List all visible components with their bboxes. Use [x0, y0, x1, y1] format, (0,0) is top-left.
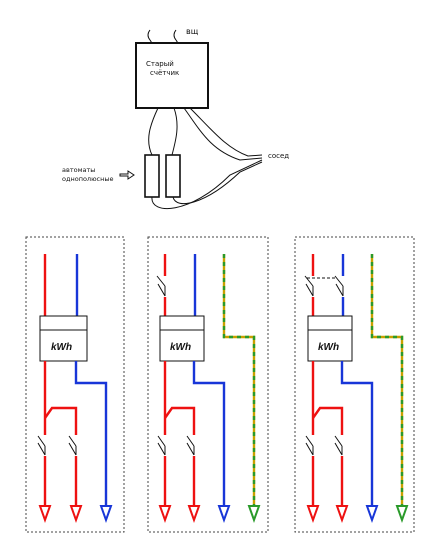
panel-3-switch-n	[334, 275, 344, 297]
panel-1-arrow-1	[38, 505, 52, 523]
panel-3-switch-l	[304, 275, 314, 297]
panel-1-switch-top	[37, 435, 77, 447]
breaker-2	[165, 154, 181, 198]
breaker-1	[144, 154, 160, 198]
breaker-wire-1	[151, 159, 263, 209]
panel-2-switch-top	[157, 435, 195, 447]
panel-2-busbar	[164, 406, 196, 435]
panel-1: kWh	[25, 236, 125, 533]
panel-1-meter	[39, 315, 88, 362]
panel-3-border	[294, 236, 415, 533]
panel-3-arrow-n	[365, 505, 379, 523]
old-meter-label-2: счётчик	[150, 69, 179, 77]
panel-2-pe-stripe	[222, 254, 256, 508]
panel-3: kWh	[294, 236, 415, 533]
meter-wire-d	[189, 107, 263, 157]
panel-3-arrow-2	[335, 505, 349, 523]
input-label: вщ	[186, 27, 199, 36]
breakers-label-2: однополюсные	[62, 175, 114, 183]
panel-3-meter	[307, 315, 353, 362]
panel-1-neutral-out	[74, 361, 108, 508]
meter-wire-b	[171, 107, 178, 156]
panel-2-arrow-pe	[247, 505, 261, 523]
panel-1-border	[25, 236, 125, 533]
neighbor-label: сосед	[268, 152, 289, 160]
panel-3-neutral-out	[340, 361, 374, 508]
panel-1-switch-blade	[37, 442, 77, 456]
breakers-label-1: автоматы	[62, 166, 95, 174]
meter-wire-a	[148, 107, 159, 156]
breaker-wire-2	[172, 161, 263, 205]
panel-1-arrow-n	[99, 505, 113, 523]
panel-3-pe-stripe	[370, 254, 404, 508]
top-sketch: вщ Старый счётчик сосед автоматы однопол…	[62, 27, 289, 209]
old-meter-box	[135, 42, 209, 109]
panel-2-switch-blade	[157, 442, 195, 456]
meter-wire-c	[183, 107, 263, 161]
panel-3-pe-base	[370, 254, 404, 508]
panel-2-arrow-n	[217, 505, 231, 523]
panel-2-pe-base	[222, 254, 256, 508]
panel-3-busbar	[312, 406, 344, 435]
panel-2-kwh: kWh	[170, 342, 191, 353]
panel-1-busbar	[44, 406, 78, 435]
panel-2-border	[147, 236, 269, 533]
panel-3-switch-blade	[305, 442, 343, 456]
panel-1-arrow-2	[69, 505, 83, 523]
panel-2-neutral-out	[192, 361, 226, 508]
panel-2-arrow-1	[158, 505, 172, 523]
old-meter-label-1: Старый	[146, 60, 174, 68]
panel-3-kwh: kWh	[318, 342, 339, 353]
panel-2-main-switch	[156, 275, 166, 297]
panel-2-arrow-2	[187, 505, 201, 523]
panel-2: kWh	[147, 236, 269, 533]
panel-3-switch-top	[305, 435, 343, 447]
panel-3-arrow-pe	[395, 505, 409, 523]
panel-2-meter	[159, 315, 205, 362]
arrow-icon	[119, 170, 135, 180]
panel-3-arrow-1	[306, 505, 320, 523]
panel-1-kwh: kWh	[51, 342, 72, 353]
